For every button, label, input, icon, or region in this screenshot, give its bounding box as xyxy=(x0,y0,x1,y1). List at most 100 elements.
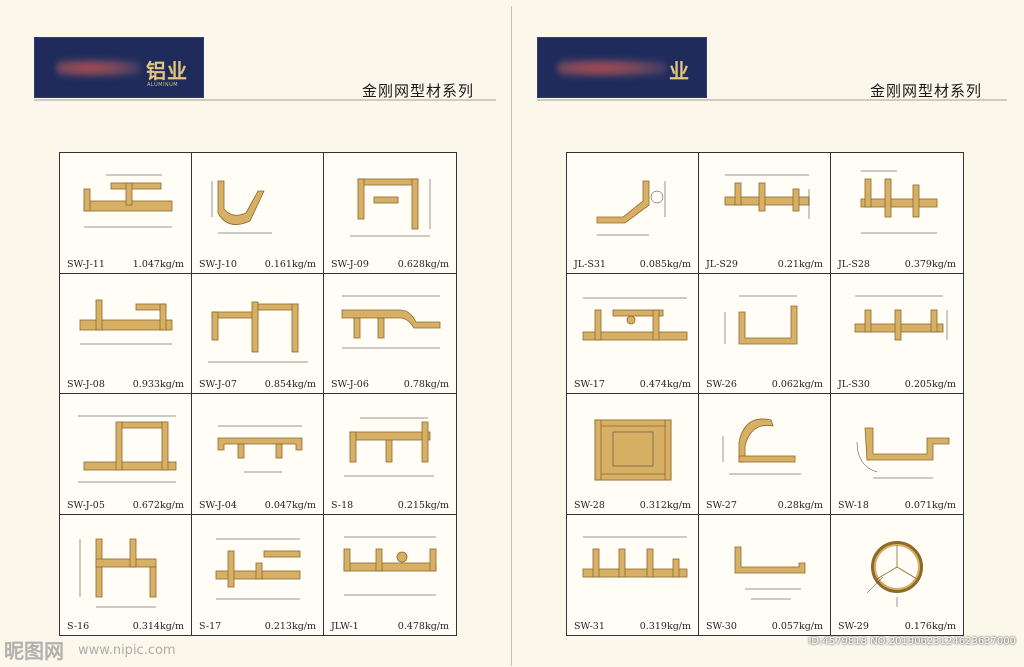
profile-weight: 0.215kg/m xyxy=(397,499,449,511)
blurred-logo-mark xyxy=(557,59,667,77)
profile-drawing xyxy=(79,299,173,344)
profile-cell: S-17 0.213kg/m xyxy=(192,514,324,635)
profile-weight: 0.78kg/m xyxy=(403,379,449,390)
profile-drawing xyxy=(343,536,437,595)
profile-code: SW-18 xyxy=(838,499,869,511)
profile-cell: S-18 0.215kg/m xyxy=(324,394,456,515)
profile-drawing xyxy=(582,297,688,340)
profile-code: S-18 xyxy=(331,499,354,511)
profile-cell: SW-30 0.057kg/m xyxy=(699,514,831,635)
profile-cell: S-16 0.314kg/m xyxy=(60,514,192,635)
profile-weight: 0.205kg/m xyxy=(904,379,956,390)
profile-caption: SW-J-04 0.047kg/m xyxy=(199,500,316,511)
profile-drawing xyxy=(344,417,434,477)
profile-caption: S-18 0.215kg/m xyxy=(331,500,449,511)
profile-cell: JLW-1 0.478kg/m xyxy=(324,515,456,636)
profile-weight: 0.161kg/m xyxy=(264,258,316,270)
profile-weight: 0.672kg/m xyxy=(132,499,184,511)
profile-weight: 0.213kg/m xyxy=(264,621,316,632)
profile-code: JL-S28 xyxy=(838,258,870,270)
watermark-brand: 昵图网 xyxy=(4,639,64,663)
profile-caption: JL-S29 0.21kg/m xyxy=(706,259,823,270)
profile-drawing xyxy=(734,546,806,599)
profile-drawing xyxy=(208,301,308,362)
brand-logo: 铝业 ALUMINUM xyxy=(34,37,204,98)
page-spine xyxy=(511,6,512,666)
profile-drawing xyxy=(856,427,950,479)
profile-drawing xyxy=(582,536,688,577)
series-title: 金刚网型材系列 xyxy=(362,82,475,100)
profile-code: SW-J-08 xyxy=(67,379,105,390)
profile-drawing xyxy=(854,295,948,340)
profile-code: S-16 xyxy=(67,621,90,632)
profile-code: SW-J-07 xyxy=(199,379,237,390)
profile-caption: SW-29 0.176kg/m xyxy=(838,621,956,632)
profile-weight: 0.478kg/m xyxy=(397,621,449,632)
profile-cell: SW-31 0.319kg/m xyxy=(567,514,699,635)
profile-cell: SW-J-05 0.672kg/m xyxy=(60,394,192,515)
profile-caption: S-16 0.314kg/m xyxy=(67,621,184,632)
profile-weight: 0.319kg/m xyxy=(639,621,691,632)
profile-weight: 0.176kg/m xyxy=(904,621,956,632)
profile-drawing xyxy=(78,415,177,483)
profile-drawing xyxy=(341,295,441,348)
profile-code: SW-J-05 xyxy=(67,499,105,511)
profile-drawing xyxy=(83,174,173,228)
watermark-url: www.nipic.com xyxy=(78,643,176,658)
profile-weight: 0.933kg/m xyxy=(132,379,184,390)
profile-cell: SW-29 0.176kg/m xyxy=(831,515,963,636)
profile-weight: 0.314kg/m xyxy=(132,621,184,632)
profile-code: JL-S31 xyxy=(574,258,606,270)
header-rule xyxy=(537,99,1007,101)
profile-weight: 0.21kg/m xyxy=(777,258,823,270)
profile-code: SW-J-10 xyxy=(199,258,237,270)
profile-cell: SW-J-10 0.161kg/m xyxy=(192,153,324,274)
profile-caption: SW-30 0.057kg/m xyxy=(706,621,823,632)
profile-code: JL-S29 xyxy=(706,258,738,270)
profile-drawing xyxy=(724,295,798,344)
profile-drawing xyxy=(594,419,672,481)
profile-cell: SW-J-04 0.047kg/m xyxy=(192,394,324,515)
profile-caption: SW-31 0.319kg/m xyxy=(574,621,691,632)
profile-weight: 0.047kg/m xyxy=(264,499,316,511)
logo-text: 业 xyxy=(669,59,690,83)
profile-weight: 0.062kg/m xyxy=(771,379,823,390)
profile-drawing xyxy=(724,174,810,219)
profile-drawing xyxy=(722,418,801,475)
profile-weight: 0.628kg/m xyxy=(397,258,449,270)
profile-code: S-17 xyxy=(199,621,222,632)
profile-code: JLW-1 xyxy=(331,621,359,632)
profile-drawing xyxy=(211,180,272,234)
profile-caption: SW-J-09 0.628kg/m xyxy=(331,259,449,270)
profile-caption: SW-J-05 0.672kg/m xyxy=(67,500,184,511)
profile-caption: JLW-1 0.478kg/m xyxy=(331,621,449,632)
profile-code: SW-J-04 xyxy=(199,499,237,511)
logo-text: 铝业 xyxy=(146,59,188,83)
profile-weight: 0.057kg/m xyxy=(771,621,823,632)
profile-code: SW-31 xyxy=(574,621,605,632)
header-rule xyxy=(34,99,496,101)
profile-code: SW-30 xyxy=(706,621,737,632)
profile-code: SW-29 xyxy=(838,621,869,632)
profile-code: SW-J-09 xyxy=(331,258,369,270)
profile-caption: SW-J-08 0.933kg/m xyxy=(67,379,184,390)
watermark-id: ID:4579818 NO:20190623124623637000 xyxy=(808,636,1016,647)
series-title: 金刚网型材系列 xyxy=(870,82,983,100)
profile-weight: 0.28kg/m xyxy=(777,499,823,511)
